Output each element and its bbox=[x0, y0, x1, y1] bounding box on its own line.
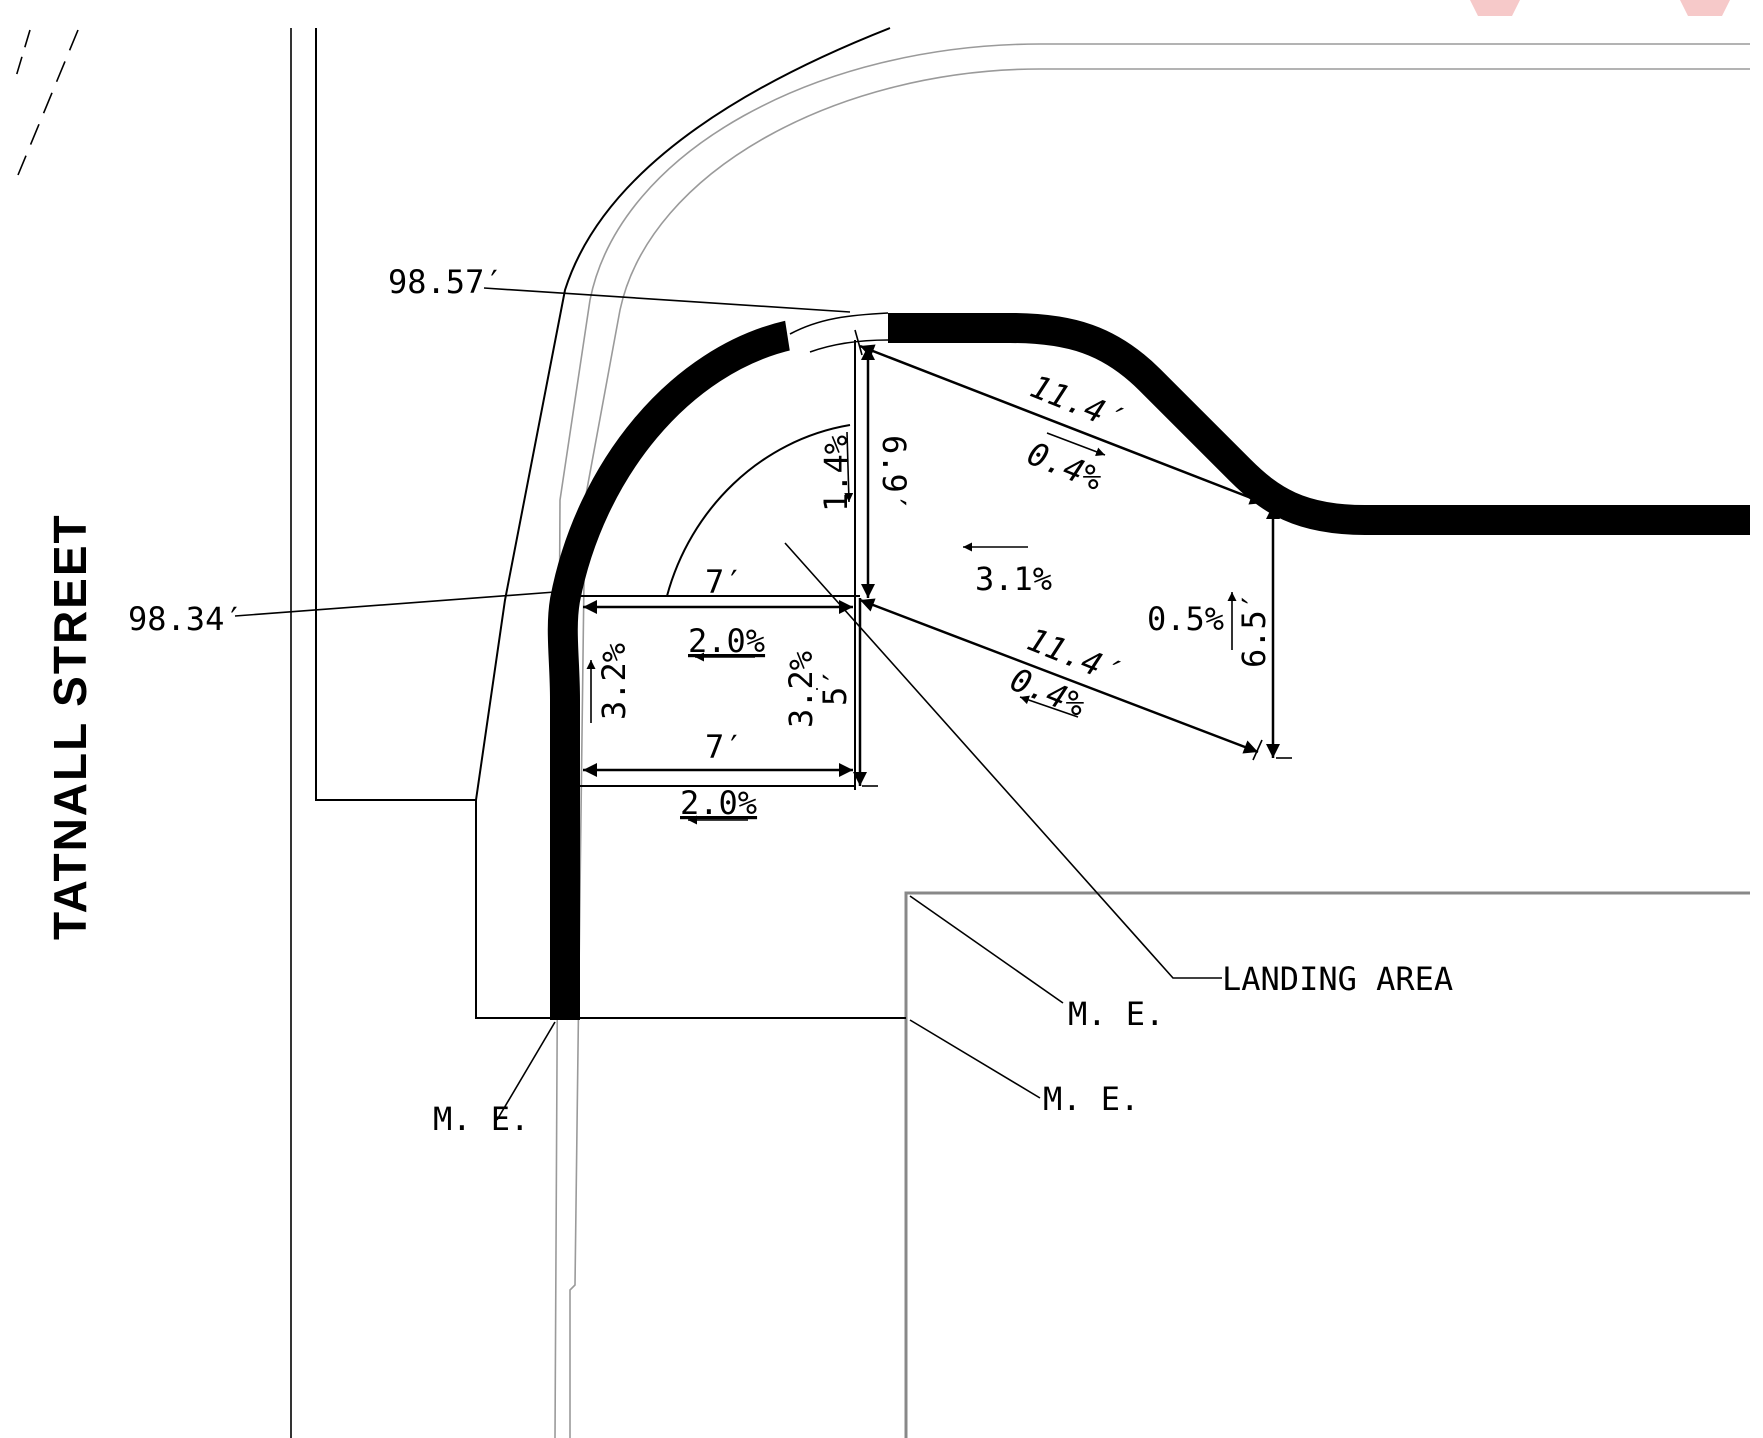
curb-ramp-curve bbox=[547, 320, 794, 1020]
dim-landing-right-len: 5′ bbox=[816, 667, 854, 706]
dim-right-len: 6.5′ bbox=[1235, 591, 1273, 668]
sidewalk-edge-inner bbox=[569, 68, 1750, 1438]
hatch-marks bbox=[14, 29, 79, 176]
curb-line bbox=[885, 313, 1750, 535]
dim-landing-top-slope: 2.0% bbox=[688, 622, 765, 660]
road-outer-curve bbox=[475, 27, 891, 801]
callout-me-left: M. E. bbox=[433, 1100, 529, 1138]
elevation-leaders bbox=[234, 287, 851, 617]
dim-diag-upper-len: 11.4′ bbox=[1025, 367, 1129, 438]
dim-landing-left-slope: 3.2% bbox=[595, 643, 633, 720]
dim-vertical-left-slope: 1.4% bbox=[817, 435, 855, 512]
building-outline bbox=[557, 891, 1750, 1438]
dim-landing-bottom-len: 7′ bbox=[705, 728, 744, 766]
dim-landing-top-len: 7′ bbox=[705, 563, 744, 601]
dim-landing-right-slope: 3.2% bbox=[782, 651, 820, 728]
dim-center-slope: 3.1% bbox=[975, 560, 1052, 598]
street-name: TATNALL STREET bbox=[44, 513, 96, 940]
callout-leaders bbox=[496, 542, 1222, 1121]
landing-arc bbox=[666, 424, 851, 597]
red-artifact bbox=[1470, 0, 1730, 16]
callout-me-right-lower: M. E. bbox=[1043, 1080, 1139, 1118]
callout-landing-area: LANDING AREA bbox=[1222, 960, 1453, 998]
dim-right-slope: 0.5% bbox=[1147, 600, 1224, 638]
landing-rectangle bbox=[553, 340, 860, 790]
dimension-lines bbox=[583, 329, 1292, 787]
sidewalk-edge-outer bbox=[554, 43, 1750, 1438]
dim-landing-bottom-slope: 2.0% bbox=[680, 784, 757, 822]
ramp-gap bbox=[785, 310, 889, 353]
elevation-left: 98.34′ bbox=[128, 600, 244, 638]
elevation-top: 98.57′ bbox=[388, 263, 504, 301]
slope-arrows bbox=[586, 431, 1237, 825]
callout-me-right-upper: M. E. bbox=[1068, 995, 1164, 1033]
dim-diag-upper-slope: 0.4% bbox=[1022, 434, 1108, 498]
dim-vertical-len: 6.9′ bbox=[875, 435, 913, 512]
